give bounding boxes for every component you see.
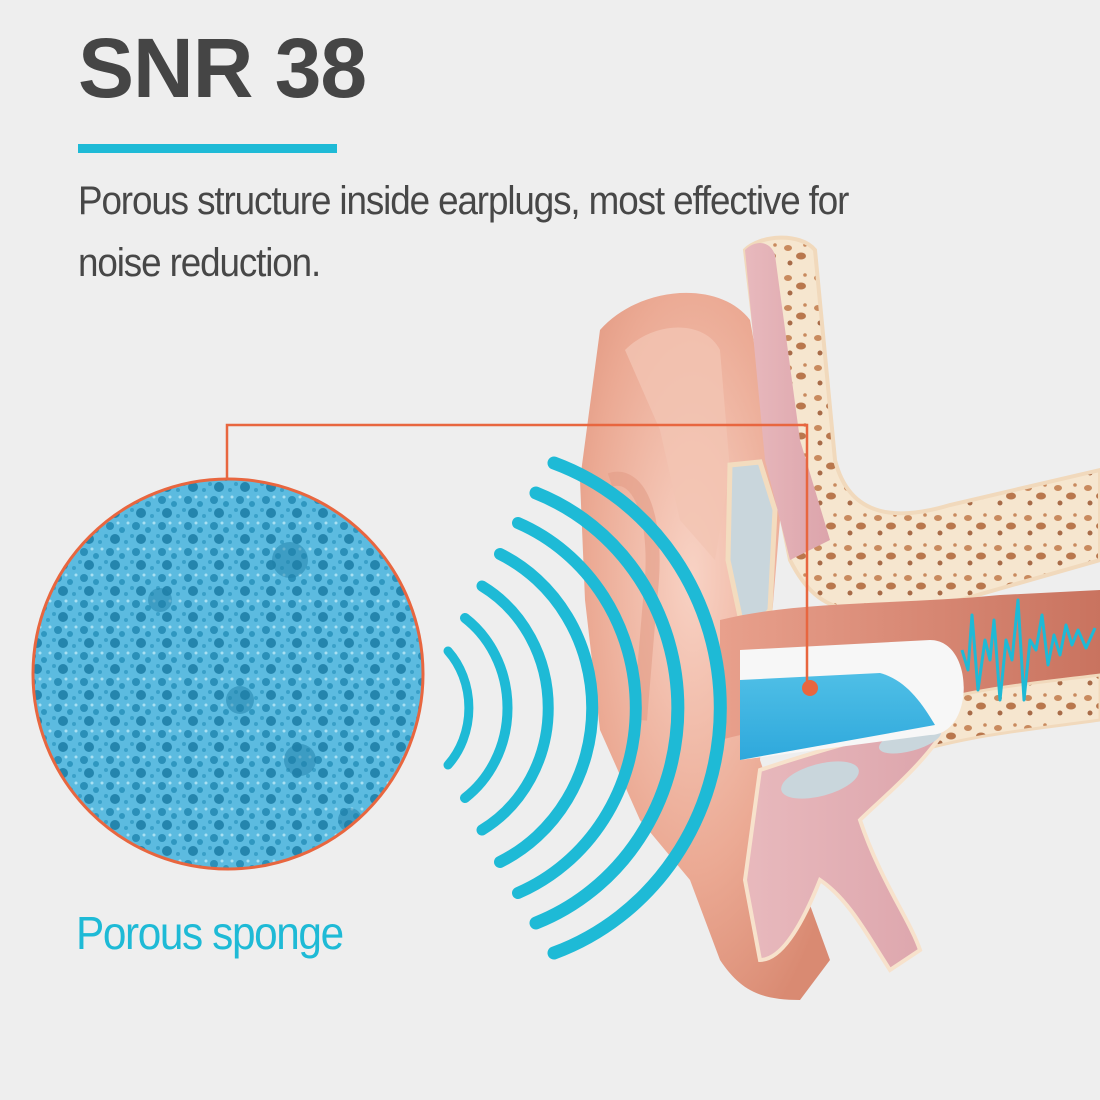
page-title: SNR 38 <box>78 21 367 115</box>
cartilage <box>725 459 778 646</box>
vibration-waveform <box>960 598 1097 702</box>
porous-sponge-circle <box>31 477 425 871</box>
callout-line <box>225 423 809 688</box>
description-text: Porous structure inside earplugs, most e… <box>78 179 849 285</box>
skull-bone-vertical <box>742 235 1100 614</box>
foam-earplug <box>740 640 964 760</box>
lower-ear-section <box>742 717 954 973</box>
callout-dot <box>802 680 818 696</box>
title-underline <box>78 144 337 153</box>
sponge-label: Porous sponge <box>76 907 344 959</box>
sound-waves <box>443 456 727 960</box>
